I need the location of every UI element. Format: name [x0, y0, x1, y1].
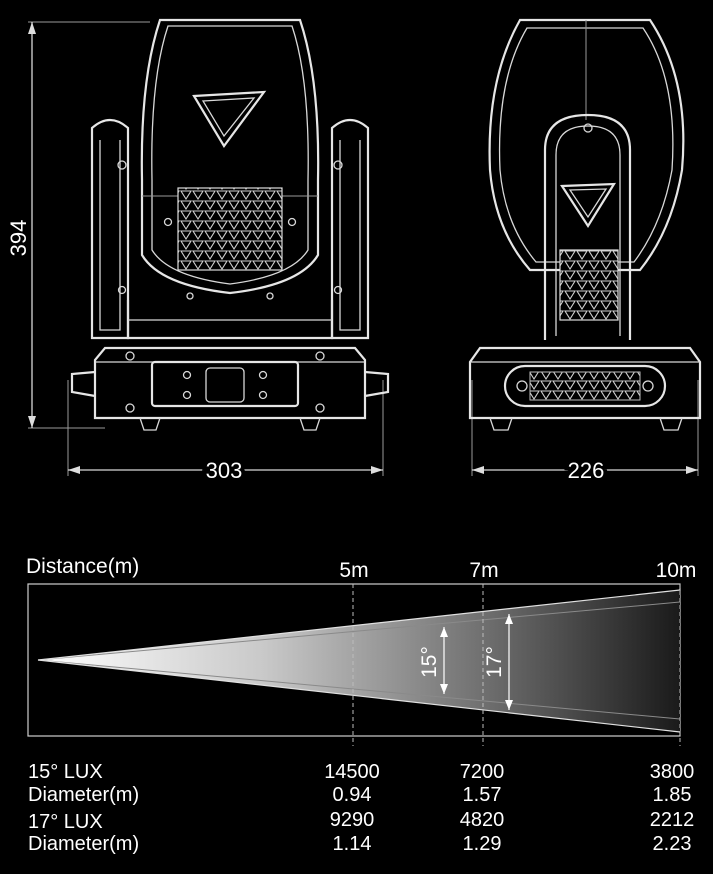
- angle-label-17: 17°: [483, 646, 506, 678]
- cell-15-lux-7m: 7200: [460, 761, 505, 783]
- front-width-dimension: 303: [206, 458, 243, 483]
- cell-17-lux-7m: 4820: [460, 809, 505, 831]
- cell-15-lux-5m: 14500: [324, 761, 380, 783]
- row-label-15-diameter: Diameter(m): [28, 784, 139, 806]
- distance-label-7m: 7m: [469, 559, 498, 582]
- cell-15-diameter-7m: 1.57: [463, 784, 502, 806]
- side-view: [468, 18, 702, 476]
- beam-17: [38, 590, 680, 732]
- distance-label-5m: 5m: [339, 559, 368, 582]
- height-dimension: 394: [6, 220, 31, 257]
- cell-17-lux-10m: 2212: [650, 809, 695, 831]
- cell-17-diameter-10m: 2.23: [653, 833, 692, 855]
- cell-17-diameter-5m: 1.14: [333, 833, 372, 855]
- cell-17-lux-5m: 9290: [330, 809, 375, 831]
- cell-15-diameter-5m: 0.94: [333, 784, 372, 806]
- front-view: [28, 18, 390, 476]
- angle-label-15: 15°: [418, 646, 441, 678]
- row-label-15-lux: 15° LUX: [28, 761, 103, 783]
- cell-17-diameter-7m: 1.29: [463, 833, 502, 855]
- cell-15-diameter-10m: 1.85: [653, 784, 692, 806]
- distance-label-10m: 10m: [656, 559, 697, 582]
- row-label-17-diameter: Diameter(m): [28, 833, 139, 855]
- cell-15-lux-10m: 3800: [650, 761, 695, 783]
- beam-title: Distance(m): [26, 555, 139, 578]
- side-width-dimension: 226: [568, 458, 605, 483]
- beam-diagram: [27, 583, 681, 746]
- spec-table: 15° LUX 14500 7200 3800 Diameter(m) 0.94…: [28, 761, 694, 855]
- row-label-17-lux: 17° LUX: [28, 811, 103, 833]
